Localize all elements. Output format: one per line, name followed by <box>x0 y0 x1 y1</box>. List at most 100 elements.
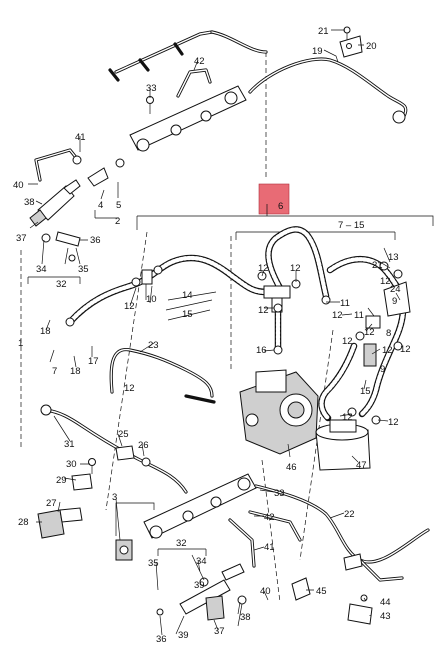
upper-fuel-rail <box>129 85 247 152</box>
label-34-top: 34 <box>36 264 47 275</box>
group-1-bracket <box>115 502 155 536</box>
group-6-bracket <box>137 215 434 226</box>
nut-26 <box>141 457 151 467</box>
label-40-bottom: 40 <box>260 586 271 597</box>
dashed-ref-3 <box>105 231 148 511</box>
leader-lines <box>28 29 401 636</box>
label-35-top: 35 <box>78 264 89 275</box>
leak-off-line-top <box>108 30 214 82</box>
label-15-mid: 15 <box>360 386 371 397</box>
label-23: 23 <box>148 340 159 351</box>
group-2-bracket <box>94 210 119 219</box>
label-10: 10 <box>146 294 157 305</box>
label-11-a: 11 <box>340 298 350 309</box>
label-30: 30 <box>66 459 77 470</box>
label-7: 7 <box>52 366 57 377</box>
injector-assembly-bottom <box>156 563 247 621</box>
label-40-top: 40 <box>13 180 24 191</box>
label-45: 45 <box>316 586 327 597</box>
group-32-bracket-top <box>27 276 81 284</box>
label-46: 46 <box>286 462 297 473</box>
label-17: 17 <box>88 356 99 367</box>
lower-fuel-rail-3 <box>143 473 257 539</box>
label-35-bottom: 35 <box>148 558 159 569</box>
pipe-42-top <box>176 68 212 98</box>
label-28: 28 <box>18 517 29 528</box>
part-45 <box>291 577 311 601</box>
connector-29 <box>71 473 93 491</box>
label-27: 27 <box>46 498 57 509</box>
label-12-e: 12 <box>258 305 269 316</box>
label-24: 24 <box>390 284 401 295</box>
return-pipe-22 <box>254 484 430 582</box>
sensor-43-44 <box>347 594 373 625</box>
label-18-top: 18 <box>40 326 51 337</box>
group-7-15-bracket <box>235 231 396 240</box>
injector-assembly-top-left <box>29 148 125 262</box>
parts-14 <box>165 291 217 321</box>
label-12-d: 12 <box>124 301 135 312</box>
bolt-21-top <box>343 26 351 40</box>
bolt-33-top <box>146 96 154 114</box>
label-12-h: 12 <box>382 345 393 356</box>
pipe-23 <box>109 348 216 404</box>
label-12-i: 12 <box>342 336 353 347</box>
label-12-k: 12 <box>124 383 135 394</box>
clip-25 <box>115 445 135 461</box>
label-12-l: 12 <box>342 412 353 423</box>
label-7-15: 7 – 15 <box>338 220 364 231</box>
label-26: 26 <box>138 440 149 451</box>
label-36-bottom: 36 <box>156 634 167 645</box>
label-41-bottom: 41 <box>264 542 275 553</box>
label-8: 8 <box>386 328 391 339</box>
pipe-31 <box>40 404 188 494</box>
label-13: 13 <box>388 252 399 263</box>
label-9-mid: 9 <box>380 364 385 375</box>
fuel-hose-6-top <box>265 226 330 300</box>
label-34-bottom: 34 <box>196 556 207 567</box>
fuel-hose-6-left <box>66 254 270 326</box>
label-12-a: 12 <box>258 263 269 274</box>
connector-9-15 <box>363 343 377 367</box>
label-2: 2 <box>115 216 120 227</box>
label-33-top: 33 <box>146 83 157 94</box>
label-21-top: 21 <box>318 26 329 37</box>
label-14: 14 <box>182 290 193 301</box>
label-38-top: 38 <box>24 197 35 208</box>
group-6-highlight <box>258 183 290 215</box>
label-36-top: 36 <box>90 235 101 246</box>
dashed-ref-5 <box>261 459 281 603</box>
label-11-b: 11 <box>354 310 364 321</box>
label-12-f: 12 <box>332 310 343 321</box>
label-1-top: 1 <box>18 338 23 349</box>
label-5-top: 5 <box>116 200 121 211</box>
label-6: 6 <box>278 201 283 212</box>
pipe-42-bottom <box>248 510 302 542</box>
label-38-bottom: 38 <box>240 612 251 623</box>
label-21-right: 21 <box>372 260 383 271</box>
label-19: 19 <box>312 46 323 57</box>
bracket-20 <box>339 35 363 58</box>
label-42-bottom: 42 <box>264 512 275 523</box>
label-12-j: 12 <box>400 344 411 355</box>
label-32-bottom: 32 <box>176 538 187 549</box>
sensor-24 <box>365 281 411 329</box>
label-12-b: 12 <box>290 263 301 274</box>
label-12-g: 12 <box>364 327 375 338</box>
label-43: 43 <box>380 611 391 622</box>
label-16: 16 <box>256 345 267 356</box>
return-pipe-19 <box>210 30 408 124</box>
label-47: 47 <box>356 460 367 471</box>
label-4-top: 4 <box>98 200 103 211</box>
label-32-top: 32 <box>56 279 67 290</box>
label-15-top: 15 <box>182 309 193 320</box>
solenoid-valve-28 <box>37 507 83 539</box>
label-12-c: 12 <box>380 276 391 287</box>
label-44: 44 <box>380 597 391 608</box>
label-18-mid: 18 <box>70 366 81 377</box>
label-25: 25 <box>118 429 129 440</box>
label-20: 20 <box>366 41 377 52</box>
callout-labels: 21 20 19 42 33 41 40 38 37 36 4 5 2 34 3… <box>13 26 411 645</box>
